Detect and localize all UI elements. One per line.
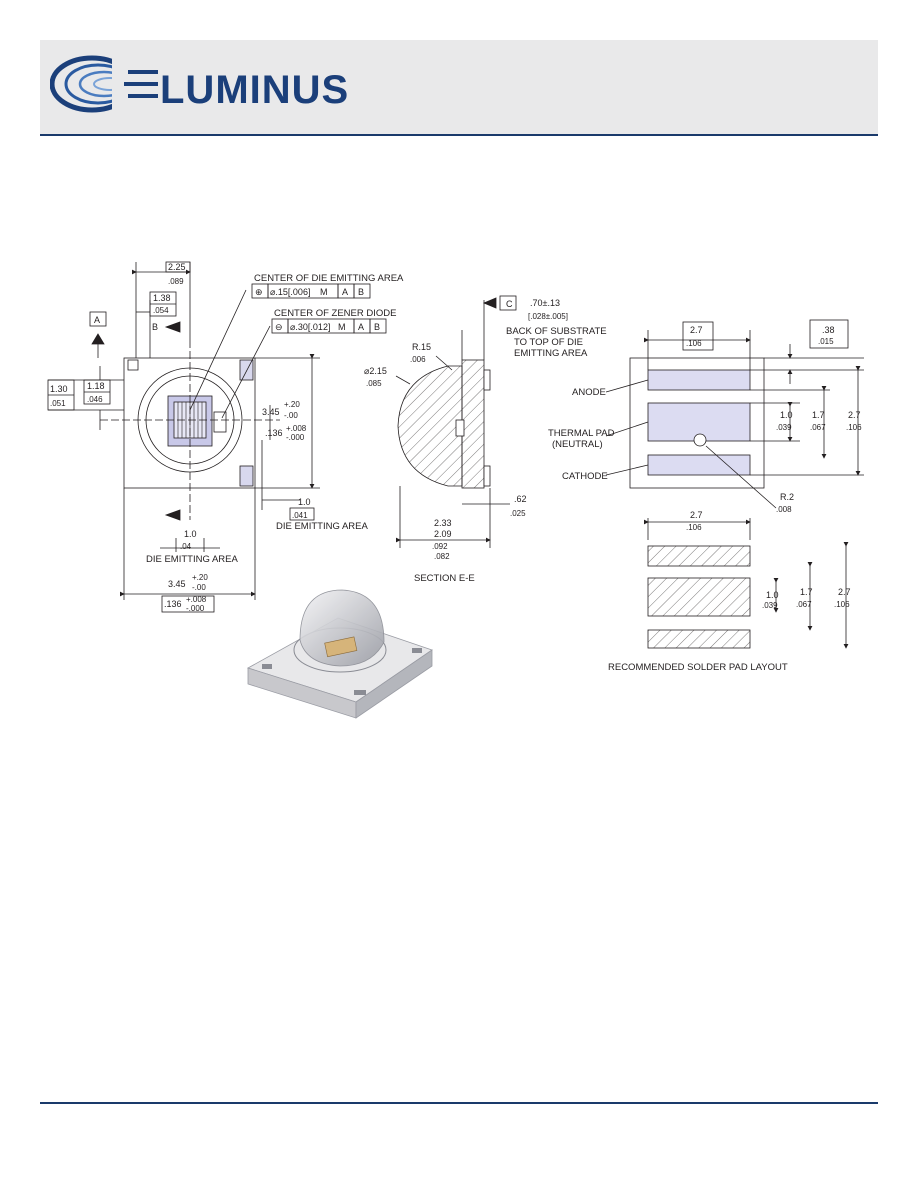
datum-a-label: A	[94, 315, 100, 325]
section-total-b-in: .082	[434, 552, 450, 561]
width-in-tol-minus: -.000	[186, 604, 205, 613]
die-label-right: DIE EMITTING AREA	[276, 521, 369, 532]
section-thick: .62	[514, 494, 527, 504]
dim-top-b-in: .054	[153, 306, 169, 315]
section-dome-in: .085	[366, 379, 382, 388]
solder-pad-h-in: .039	[762, 601, 778, 610]
die-label-bottom: DIE EMITTING AREA	[146, 554, 239, 565]
section-note-1: BACK OF SUBSTRATE	[506, 326, 607, 337]
led-3d-render	[246, 589, 433, 719]
fcf-emitting-m: M	[320, 287, 328, 297]
solder-total-h-in: .106	[834, 600, 850, 609]
height-tol-plus: +.20	[284, 400, 300, 409]
fcf-position-symbol-2: ⊖	[275, 322, 283, 332]
section-dome: ⌀2.15	[364, 366, 387, 376]
section-note-2: TO TOP OF DIE	[514, 337, 583, 348]
die-w: 1.0	[298, 497, 311, 507]
left-a-in: .051	[50, 399, 66, 408]
fcf-zener-m: M	[338, 322, 346, 332]
bottom-total-h: 2.7	[848, 410, 861, 420]
bottom-gap-in: .015	[818, 337, 834, 346]
width-in: .136	[164, 599, 182, 609]
solder-mid-h-in: .067	[796, 600, 812, 609]
bottom-total-h-in: .106	[846, 423, 862, 432]
bottom-view	[605, 319, 864, 509]
section-view	[395, 295, 517, 548]
front-view	[47, 261, 387, 613]
solder-layout-title: RECOMMENDED SOLDER PAD LAYOUT	[608, 662, 788, 673]
height-in-tol-minus: -.000	[286, 433, 305, 442]
dim-top-a: 2.25	[168, 262, 186, 272]
page-header: LUMINUS	[40, 40, 878, 136]
footer-rule	[40, 1102, 878, 1104]
height-tol-minus: -.00	[284, 411, 298, 420]
solder-layout	[644, 518, 849, 649]
solder-pad-h: 1.0	[766, 590, 779, 600]
fcf-emitting-ref-b: B	[358, 287, 364, 297]
corner-mark	[127, 359, 139, 371]
bottom-mid-h-in: .067	[810, 423, 826, 432]
height-dim: 3.45	[262, 407, 280, 417]
bottom-mid-h: 1.7	[812, 410, 825, 420]
brand-name: LUMINUS	[160, 68, 350, 112]
dim-top-a-in: .089	[168, 277, 184, 286]
width-tol-minus: -.00	[192, 583, 206, 592]
die-w-in: .041	[292, 511, 308, 520]
thermal-label: THERMAL PAD	[548, 428, 615, 439]
zener-diode	[213, 411, 227, 433]
solder-width: 2.7	[690, 510, 703, 520]
fcf-zener-ref-b: B	[374, 322, 380, 332]
solder-total-h: 2.7	[838, 587, 851, 597]
section-dim-c: .70±.13	[530, 298, 560, 308]
package-outline	[123, 357, 256, 489]
section-note-3: EMITTING AREA	[514, 348, 588, 359]
section-radius-in: .006	[410, 355, 426, 364]
cathode-label: CATHODE	[562, 471, 608, 482]
bottom-hole-in: .008	[776, 505, 792, 514]
height-in-tol-plus: +.008	[286, 424, 307, 433]
solder-mid-h: 1.7	[800, 587, 813, 597]
section-radius: R.15	[412, 342, 431, 352]
luminus-swoosh-logo-icon	[49, 54, 160, 119]
fcf-emitting: ⌀.15[.006]	[270, 287, 310, 297]
die-h-in: .04	[180, 542, 192, 551]
fcf-zener-ref-a: A	[358, 322, 364, 332]
dim-top-b: 1.38	[153, 293, 171, 303]
bottom-width: 2.7	[690, 325, 703, 335]
left-b: 1.18	[87, 381, 105, 391]
section-thick-in: .025	[510, 509, 526, 518]
center-zener-label: CENTER OF ZENER DIODE	[274, 308, 396, 319]
section-title: SECTION E-E	[414, 573, 475, 584]
bottom-pad-h: 1.0	[780, 410, 793, 420]
datum-e-top: B	[152, 322, 158, 332]
fcf-position-symbol: ⊕	[255, 287, 263, 297]
section-total-a: 2.33	[434, 518, 452, 528]
left-a: 1.30	[50, 384, 68, 394]
bottom-hole: R.2	[780, 492, 794, 502]
center-emitting-label: CENTER OF DIE EMITTING AREA	[254, 273, 404, 284]
solder-width-in: .106	[686, 523, 702, 532]
bottom-width-in: .106	[686, 339, 702, 348]
width-tol-plus: +.20	[192, 573, 208, 582]
anode-label: ANODE	[572, 387, 606, 398]
section-total-a-in: .092	[432, 542, 448, 551]
section-datum: C	[506, 299, 513, 309]
bottom-gap: .38	[822, 325, 835, 335]
die-h: 1.0	[184, 529, 197, 539]
fcf-zener: ⌀.30[.012]	[290, 322, 330, 332]
thermal-sub-label: (NEUTRAL)	[552, 439, 603, 450]
width-in-tol-plus: +.008	[186, 595, 207, 604]
height-in: .136	[265, 428, 283, 438]
width-dim: 3.45	[168, 579, 186, 589]
section-dim-c-in: [.028±.005]	[528, 312, 568, 321]
left-b-in: .046	[87, 395, 103, 404]
fcf-emitting-ref-a: A	[342, 287, 348, 297]
section-total-b: 2.09	[434, 529, 452, 539]
bottom-pad-h-in: .039	[776, 423, 792, 432]
